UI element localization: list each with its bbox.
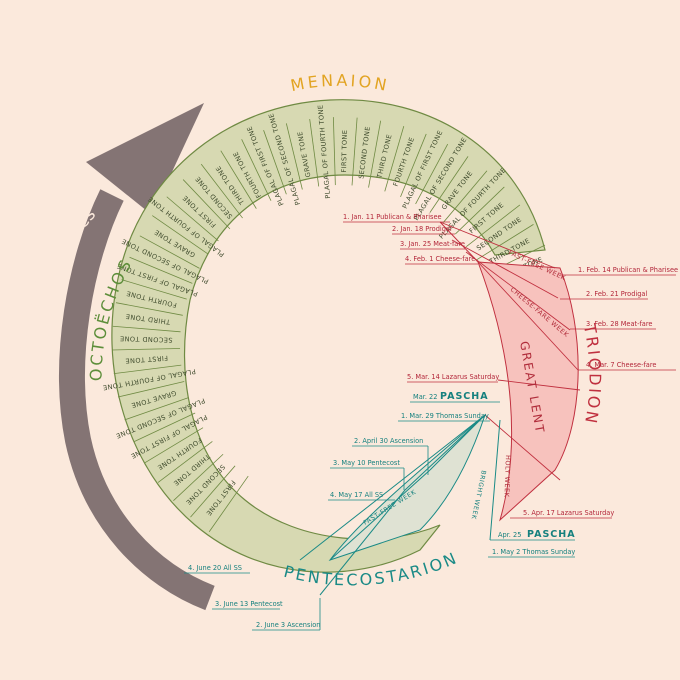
tone-divider (368, 120, 382, 188)
tone-divider (182, 179, 231, 230)
tone-divider (465, 204, 521, 247)
holy-week-label: HOLY WEEK (503, 455, 512, 498)
tone-divider (332, 117, 336, 186)
triodion-late-4: 4. Mar. 7 Cheese-fare (586, 361, 656, 369)
octoechos-ring (111, 99, 546, 573)
pentecostarion-early-1: 1. Mar. 29 Thomas Sunday (401, 412, 489, 420)
tone-divider (384, 125, 405, 192)
tone-divider (309, 118, 320, 187)
tone-divider (115, 302, 183, 316)
pentecostarion-late-1: 1. May 2 Thomas Sunday (492, 548, 575, 556)
pascha-late-label: PASCHA (527, 529, 576, 540)
pentecostarion-early-dates: 1. Mar. 29 Thomas Sunday 2. April 30 Asc… (328, 412, 490, 501)
tone-divider (263, 130, 287, 195)
pascha-early-date: Mar. 22 (413, 393, 437, 401)
triodion-early-4: 4. Feb. 1 Cheese-fare (405, 255, 475, 263)
triodion-late-3: 3. Feb. 28 Meat-fare (586, 320, 652, 328)
tone-divider (208, 475, 249, 532)
pascha-early-label: PASCHA (440, 391, 489, 402)
pentecostarion-early-3: 3. May 10 Pentecost (333, 459, 400, 467)
tone-divider (166, 196, 219, 242)
tone-divider (475, 224, 534, 261)
pentecostarion-late-dates: 1. May 2 Thomas Sunday 2. June 3 Ascensi… (184, 548, 575, 631)
tone-divider (133, 412, 196, 443)
tone-divider (152, 215, 209, 255)
triodion-region (439, 221, 579, 522)
triodion-lines (439, 221, 581, 481)
triodion-late-2: 2. Feb. 21 Prodigal (586, 290, 647, 298)
pentecostarion-late-3: 3. June 13 Pentecost (215, 600, 283, 608)
triodion-early-3: 3. Jan. 25 Meat-fare (400, 240, 465, 248)
tone-label: SECOND TONE (120, 334, 173, 344)
triodion-early-dates: 1. Jan. 11 Publican & Pharisee 2. Jan. 1… (343, 213, 499, 383)
triodion-early-5: 5. Mar. 14 Lazarus Saturday (407, 373, 499, 381)
tone-divider (455, 186, 505, 235)
tone-divider (113, 364, 182, 375)
tone-divider (112, 325, 181, 333)
tone-divider (285, 123, 303, 190)
tone-divider (442, 170, 488, 223)
tone-label: FIRST TONE (340, 130, 349, 173)
cycle-arrow-head (86, 103, 204, 215)
tone-divider (124, 397, 190, 421)
tone-divider (200, 163, 243, 219)
tone-label: FIRST TONE (125, 354, 168, 365)
tone-divider (157, 441, 213, 483)
triodion-late-dates: 1. Feb. 14 Publican & Pharisee 2. Feb. 2… (510, 266, 678, 519)
cycle-arrow-shaft (59, 189, 215, 611)
pentecostarion-lines (299, 414, 501, 596)
triodion-late-1: 1. Feb. 14 Publican & Pharisee (578, 266, 678, 274)
triodion-late-5: 5. Apr. 17 Lazarus Saturday (523, 509, 614, 517)
tone-divider (429, 156, 469, 213)
triodion-early-1: 1. Jan. 11 Publican & Pharisee (343, 213, 442, 221)
triodion-title: TRIODION (580, 321, 605, 427)
triodion-early-2: 2. Jan. 18 Prodigal (392, 225, 452, 233)
tone-divider (415, 143, 449, 205)
tone-divider (129, 256, 193, 284)
tone-dividers (112, 117, 555, 532)
tone-divider (351, 117, 358, 186)
octoechos-band (111, 99, 546, 573)
tone-divider (121, 279, 187, 300)
tone-divider (241, 139, 272, 201)
tone-divider (400, 133, 427, 198)
pentecostarion-early-2: 2. April 30 Ascension (354, 437, 423, 445)
tone-divider (139, 235, 200, 269)
tone-divider (190, 465, 236, 518)
tone-divider (220, 150, 257, 209)
pentecostarion-late-4: 4. June 20 All SS (188, 564, 242, 572)
cycle-arrow (59, 103, 215, 611)
pentecostarion-early-4: 4. May 17 All SS (330, 491, 383, 499)
pascha-late-date: Apr. 25 (498, 531, 521, 539)
tone-divider (144, 427, 204, 464)
pentecostarion-late-2: 2. June 3 Ascension (256, 621, 320, 629)
tone-divider (173, 453, 224, 501)
tone-divider (112, 348, 181, 351)
tone-divider (117, 381, 185, 398)
